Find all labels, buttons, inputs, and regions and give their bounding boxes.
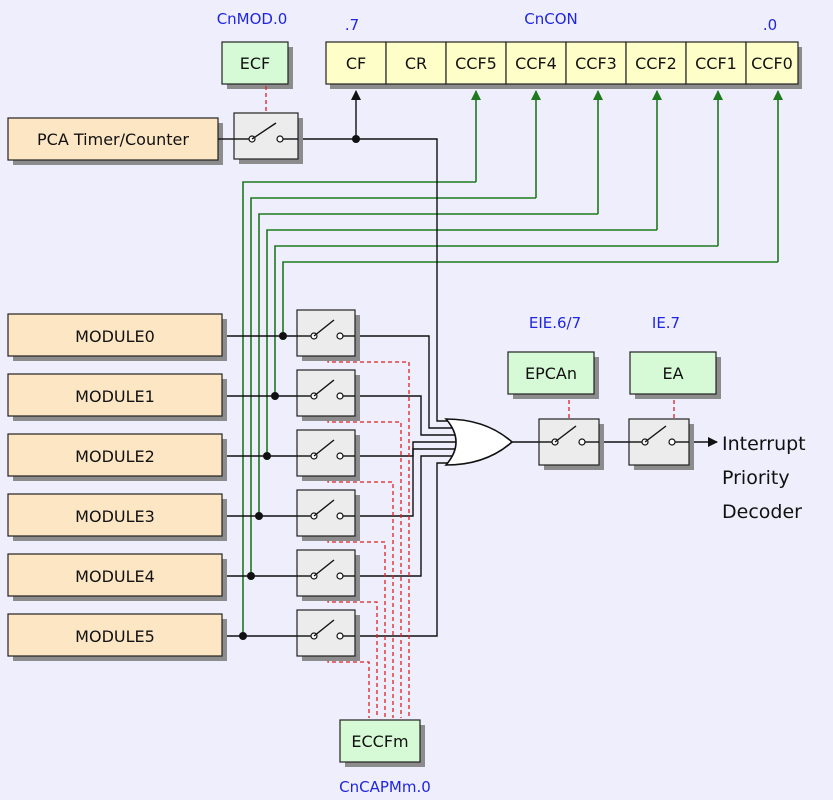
flag-bus-m0 bbox=[282, 261, 778, 336]
epcan-text: EPCAn bbox=[525, 364, 577, 383]
module-5-text: MODULE5 bbox=[75, 627, 155, 646]
flag-wires bbox=[242, 90, 783, 636]
bit0-label: .0 bbox=[763, 16, 777, 34]
eccfm-box: ECCFm bbox=[339, 719, 425, 767]
pca-timer-box: PCA Timer/Counter bbox=[7, 117, 223, 165]
reg-cell-ccf5 bbox=[445, 41, 507, 85]
output-line-1: Interrupt bbox=[722, 433, 806, 455]
module-3-text: MODULE3 bbox=[75, 507, 155, 526]
module-3-switch bbox=[296, 489, 360, 541]
reg-cell-ccf1 bbox=[685, 41, 747, 85]
bit7-label: .7 bbox=[345, 16, 359, 34]
module-1-text: MODULE1 bbox=[75, 387, 155, 406]
cncon-register: CF CR CCF5 CCF4 CCF3 CCF2 CCF1 CCF0 bbox=[325, 41, 802, 89]
reg-cell-ccf3 bbox=[565, 41, 627, 85]
flag-bus-m4 bbox=[250, 197, 536, 576]
module-2: MODULE2 bbox=[7, 433, 227, 481]
reg-cell-ccf4 bbox=[505, 41, 567, 85]
module-0: MODULE0 bbox=[7, 313, 227, 361]
flag-bus-m2 bbox=[266, 229, 657, 456]
module-3: MODULE3 bbox=[7, 493, 227, 541]
reg-text-ccf3: CCF3 bbox=[575, 54, 617, 73]
cncon-label: CnCON bbox=[524, 10, 577, 28]
signal-wires bbox=[218, 90, 718, 640]
reg-text-cr: CR bbox=[405, 54, 427, 73]
flag-bus-m5 bbox=[242, 181, 476, 636]
flag-bus-m3 bbox=[258, 213, 598, 516]
module-4-switch bbox=[296, 549, 360, 601]
reg-text-ccf4: CCF4 bbox=[515, 54, 557, 73]
epcan-box: EPCAn bbox=[507, 351, 599, 399]
ea-switch bbox=[628, 418, 694, 470]
ea-text: EA bbox=[662, 364, 683, 383]
module-4: MODULE4 bbox=[7, 553, 227, 601]
module-2-switch bbox=[296, 429, 360, 481]
reg-cell-ccf0 bbox=[745, 41, 799, 85]
reg-text-cf: CF bbox=[346, 54, 366, 73]
flag-bus-m1 bbox=[274, 245, 718, 396]
epcan-switch bbox=[538, 418, 604, 470]
eie-label: EIE.6/7 bbox=[529, 314, 581, 332]
ea-box: EA bbox=[629, 351, 721, 399]
module-5-switch bbox=[296, 609, 360, 661]
module-4-text: MODULE4 bbox=[75, 567, 155, 586]
reg-text-ccf0: CCF0 bbox=[751, 54, 793, 73]
reg-text-ccf1: CCF1 bbox=[695, 54, 737, 73]
output-line-3: Decoder bbox=[722, 501, 802, 523]
ecf-box: ECF bbox=[221, 41, 293, 89]
ecf-switch bbox=[233, 112, 303, 164]
reg-text-ccf2: CCF2 bbox=[635, 54, 677, 73]
pca-timer-text: PCA Timer/Counter bbox=[37, 130, 189, 149]
reg-text-ccf5: CCF5 bbox=[455, 54, 497, 73]
ecf-text: ECF bbox=[240, 54, 270, 73]
module-2-text: MODULE2 bbox=[75, 447, 155, 466]
or-gate bbox=[444, 418, 514, 466]
eccfm-text: ECCFm bbox=[351, 732, 408, 751]
module-0-switch bbox=[296, 309, 360, 361]
module-0-text: MODULE0 bbox=[75, 327, 155, 346]
cncapm-label: CnCAPMm.0 bbox=[339, 778, 431, 796]
output-line-2: Priority bbox=[722, 467, 790, 489]
cnmod-label: CnMOD.0 bbox=[217, 10, 288, 28]
reg-cell-ccf2 bbox=[625, 41, 687, 85]
module-switches bbox=[296, 309, 360, 661]
module-1: MODULE1 bbox=[7, 373, 227, 421]
module-5: MODULE5 bbox=[7, 613, 227, 661]
ie-label: IE.7 bbox=[652, 314, 680, 332]
module-1-switch bbox=[296, 369, 360, 421]
